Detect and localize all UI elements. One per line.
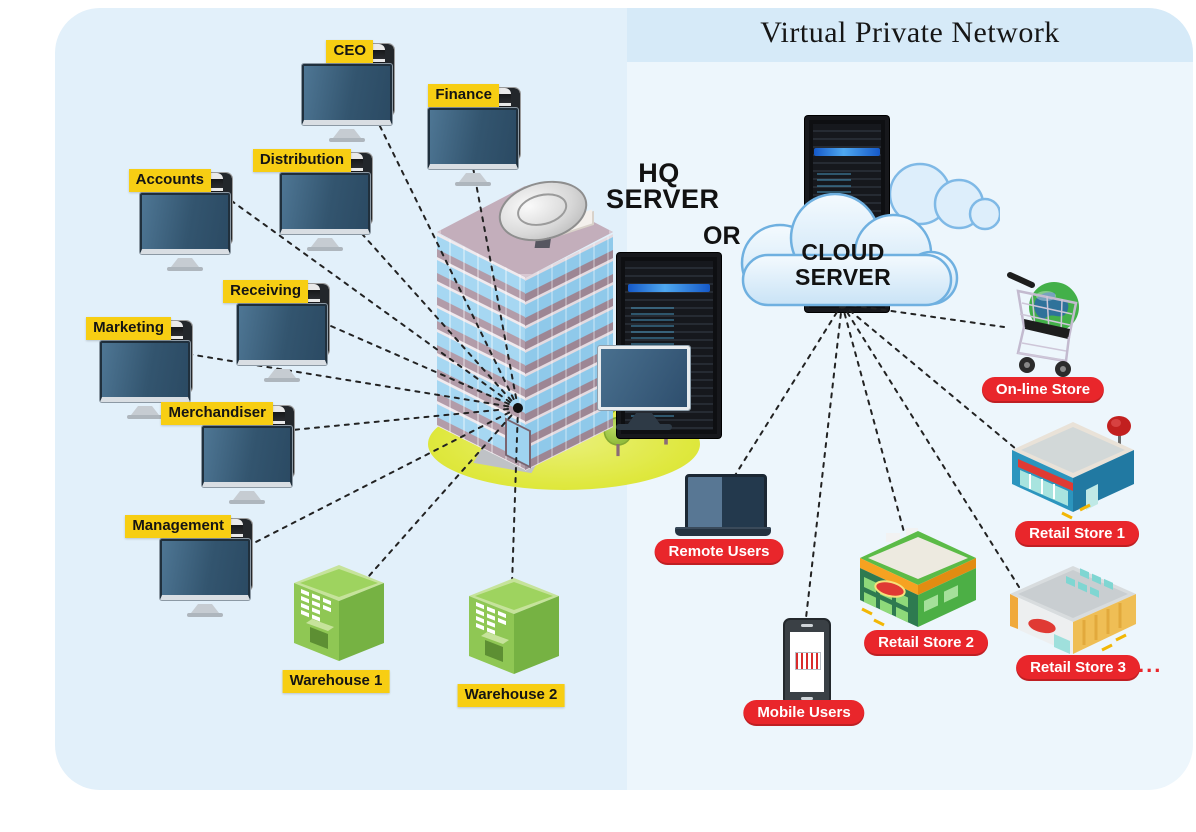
warehouse-1-label: Warehouse 1 [282, 670, 390, 693]
retail-store-3-label: Retail Store 3 [1016, 655, 1140, 681]
smartphone-barcode-icon [783, 618, 831, 706]
hq-server-line1: HQ [638, 158, 680, 188]
computer-monitor-icon [279, 172, 371, 235]
cloud-server-line1: CLOUD [801, 239, 885, 265]
online-store-label: On-line Store [981, 377, 1105, 403]
warehouse-1-icon [294, 565, 384, 661]
computer-monitor-icon [99, 340, 191, 403]
monitor-screen [597, 345, 691, 411]
vpn-title-band [627, 8, 1193, 62]
dept-label-finance: Finance [428, 84, 499, 107]
cloud-server-line2: SERVER [795, 264, 891, 290]
computer-monitor-icon [236, 303, 328, 366]
dept-label-receiving: Receiving [223, 280, 308, 303]
dept-label-merchandiser: Merchandiser [161, 402, 273, 425]
dept-computer-distribution: Distribution [252, 149, 375, 247]
or-label: OR [703, 222, 741, 250]
dept-label-marketing: Marketing [86, 317, 171, 340]
hq-server-title: HQ SERVER [606, 158, 720, 214]
barcode-icon [795, 652, 821, 670]
computer-monitor-icon [427, 107, 519, 170]
dept-computer-finance: Finance [427, 84, 523, 182]
mobile-users-label: Mobile Users [743, 700, 865, 726]
dept-computer-receiving: Receiving [223, 280, 332, 378]
hq-server-line2: SERVER [606, 184, 720, 214]
computer-monitor-icon [139, 192, 231, 255]
laptop-base [675, 527, 771, 536]
more-stores-ellipsis: ... [1138, 652, 1163, 677]
retail-store-3-icon [1010, 566, 1136, 654]
dept-label-ceo: CEO [326, 40, 373, 63]
shopping-cart-globe-icon [1007, 272, 1079, 377]
dept-computer-marketing: Marketing [86, 317, 195, 415]
retail-store-1-icon [1012, 416, 1134, 520]
dept-label-management: Management [125, 515, 231, 538]
warehouse-2-label: Warehouse 2 [457, 684, 565, 707]
dept-computer-merchandiser: Merchandiser [161, 402, 297, 500]
dept-label-distribution: Distribution [252, 149, 351, 172]
computer-monitor-icon [159, 538, 251, 601]
rack-led-bar [627, 283, 711, 292]
cloud-server-title: CLOUD SERVER [782, 240, 904, 290]
page-title: Virtual Private Network [760, 16, 1060, 49]
computer-monitor-icon [301, 63, 393, 126]
laptop-screen [685, 474, 767, 530]
dept-computer-accounts: Accounts [128, 169, 235, 267]
dept-computer-ceo: CEO [301, 40, 397, 138]
computer-monitor-icon [201, 425, 293, 488]
retail-store-1-label: Retail Store 1 [1015, 521, 1139, 547]
dept-computer-management: Management [125, 515, 255, 613]
hq-monitor-icon [597, 345, 691, 430]
retail-store-2-label: Retail Store 2 [864, 630, 988, 656]
dept-label-accounts: Accounts [128, 169, 211, 192]
retail-store-2-icon [860, 528, 976, 627]
laptop-icon [675, 474, 771, 536]
remote-users-label: Remote Users [654, 539, 784, 565]
warehouse-2-icon [469, 578, 559, 674]
rack-led-bar [814, 148, 880, 157]
phone-screen [790, 632, 824, 692]
